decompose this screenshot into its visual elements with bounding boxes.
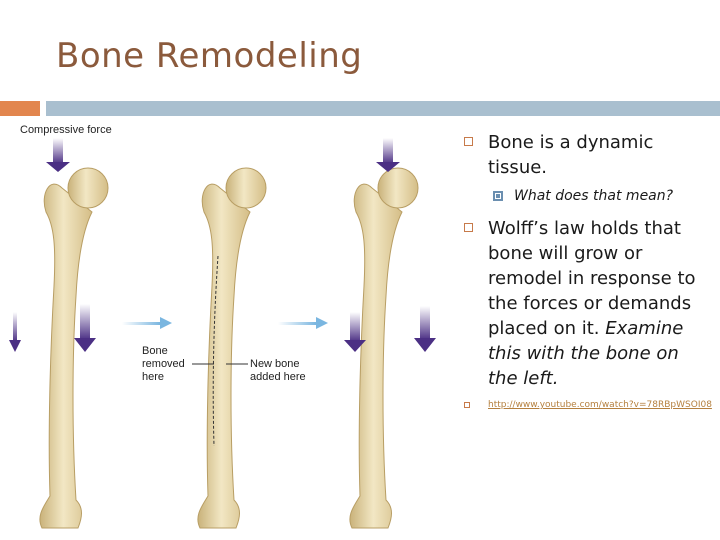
side-force-arrow-3 — [344, 312, 366, 352]
square-bullet-icon — [464, 402, 470, 408]
process-arrow-1 — [122, 317, 172, 329]
side-force-arrow-2 — [74, 304, 96, 352]
bone-remodeling-figure: Compressive force Bone removed here New … — [0, 116, 440, 540]
bone-removed-label: Bone removed here — [142, 345, 185, 383]
side-force-arrow-1 — [9, 312, 21, 352]
bone-right — [349, 167, 419, 529]
bullet-list: Bone is a dynamic tissue. What does that… — [462, 130, 712, 411]
bullet-italic-text: Examine this with the bone on the left. — [488, 318, 684, 389]
side-force-arrow-4 — [414, 306, 436, 352]
sub-bullet-text: What does that mean? — [514, 188, 674, 204]
bone-illustration — [9, 138, 436, 529]
bullet-dynamic-tissue: Bone is a dynamic tissue. — [462, 130, 712, 180]
bone-left — [39, 167, 109, 529]
bullet-text: Wolff’s law holds that bone will grow or… — [488, 218, 696, 339]
filled-square-bullet-icon — [493, 191, 503, 201]
compressive-force-label: Compressive force — [20, 124, 112, 136]
square-bullet-icon — [464, 137, 473, 146]
bullet-wolffs-law: Wolff’s law holds that bone will grow or… — [462, 216, 712, 391]
bullet-text: Bone is a dynamic tissue. — [488, 132, 654, 178]
slide-title: Bone Remodeling — [56, 36, 363, 76]
sub-bullet-what-does-that-mean: What does that mean? — [462, 186, 712, 206]
compressive-force-arrow-right — [376, 138, 400, 172]
compressive-force-arrow-left — [46, 138, 70, 172]
square-bullet-icon — [464, 223, 473, 232]
link-item: http://www.youtube.com/watch?v=78RBpWSOI… — [462, 399, 712, 411]
youtube-link[interactable]: http://www.youtube.com/watch?v=78RBpWSOI… — [488, 400, 712, 410]
process-arrow-2 — [278, 317, 328, 329]
accent-bar — [0, 101, 40, 116]
bone-middle — [197, 167, 267, 529]
title-divider-bar — [46, 101, 720, 116]
new-bone-added-label: New bone added here — [250, 358, 306, 383]
